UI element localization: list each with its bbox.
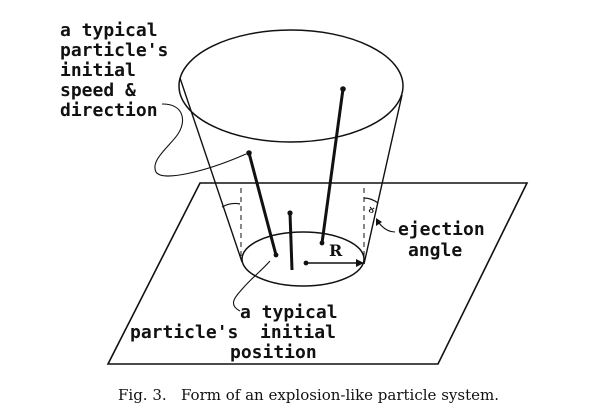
particle-vector-tall-tip: [340, 86, 346, 92]
ground-plane: [106, 182, 529, 365]
particle-vector-left: [247, 152, 278, 256]
particle-vector-tall: [320, 88, 345, 244]
angle-symbol: ∝: [363, 204, 379, 215]
cone-top-ellipse: [178, 29, 404, 143]
particle-vector-short-tip: [287, 210, 293, 216]
particle-vector-left-tip: [246, 150, 252, 156]
radius-arrowhead: [356, 259, 364, 267]
particle-vector-tall-origin: [319, 240, 325, 246]
position-label-line-3: position: [230, 342, 317, 363]
speed-label-line-4: speed &: [60, 80, 136, 101]
figure-caption: Fig. 3. Form of an explosion-like partic…: [118, 386, 499, 404]
particle-vector-left-origin: [273, 252, 279, 258]
ejection-label-line-1: ejection: [398, 219, 485, 240]
disc-center-dot: [303, 260, 309, 266]
speed-label-line-5: direction: [60, 100, 158, 121]
speed-label-line-2: particle's: [60, 40, 168, 61]
ejection-leader-arrowhead: [376, 218, 382, 226]
position-label-line-2: particle's initial: [130, 322, 336, 343]
base-disc-ellipse: [241, 231, 365, 287]
cone-left-side: [179, 77, 243, 263]
right-angle-arc: [363, 197, 379, 204]
radius-label: R: [329, 241, 343, 260]
left-angle-arc: [221, 202, 241, 208]
particle-vector-short: [288, 212, 294, 271]
ejection-label-line-2: angle: [408, 240, 462, 261]
ejection-leader-curve: [378, 222, 396, 233]
speed-label-line-3: initial: [60, 60, 136, 81]
position-label-line-1: a typical: [240, 302, 338, 323]
speed-label-line-1: a typical: [60, 20, 158, 41]
speed-leader-curve: [154, 103, 247, 177]
cone-right-side: [363, 94, 403, 265]
position-leader-curve: [232, 260, 271, 312]
